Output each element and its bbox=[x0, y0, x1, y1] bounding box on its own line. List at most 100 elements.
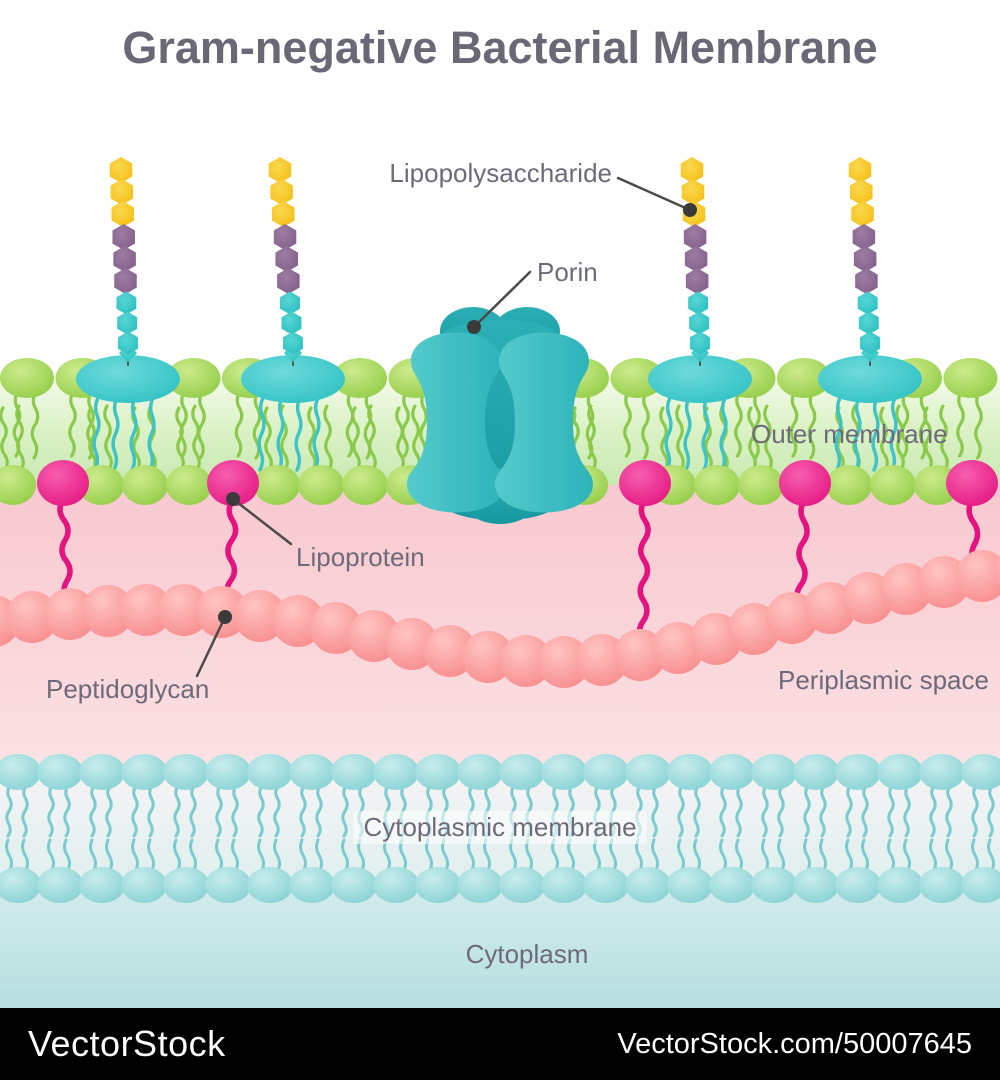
lipid-tail bbox=[887, 838, 895, 872]
lipid-head bbox=[694, 465, 740, 505]
lipid-head bbox=[0, 465, 36, 505]
lipoprotein-head bbox=[207, 460, 259, 506]
lipid-tail bbox=[103, 404, 113, 472]
lps-sugar-hexagon bbox=[857, 291, 878, 315]
lipid-head bbox=[163, 754, 209, 790]
lipid-tail bbox=[987, 784, 995, 838]
lps-anchor-tail bbox=[92, 396, 101, 472]
lipid-head bbox=[79, 867, 125, 903]
lipid-tail bbox=[367, 404, 377, 472]
lipid-tail bbox=[525, 838, 533, 872]
lipid-tail bbox=[895, 404, 905, 472]
lipid-head bbox=[870, 465, 916, 505]
lps-sugar-hexagon bbox=[270, 179, 293, 205]
lipid-tail bbox=[551, 838, 559, 872]
lipid-tail bbox=[735, 838, 743, 872]
lipid-head bbox=[415, 867, 461, 903]
lps-anchor-tail bbox=[683, 396, 692, 472]
lipid-head bbox=[943, 358, 998, 398]
lipid-head bbox=[247, 867, 293, 903]
lipid-tail bbox=[257, 838, 265, 872]
lps-anchor-tail bbox=[889, 396, 898, 472]
lps-sugar-hexagon bbox=[858, 311, 879, 335]
lps-sugar-hexagon bbox=[689, 311, 710, 335]
lps-sugar-hexagon bbox=[853, 246, 877, 272]
lipid-tail bbox=[845, 838, 853, 872]
peptidoglycan-bead bbox=[82, 585, 134, 637]
lipid-tail bbox=[945, 784, 953, 838]
lps-sugar-hexagon bbox=[117, 311, 138, 335]
lipid-tail bbox=[900, 390, 910, 458]
lipid-tail bbox=[761, 784, 769, 838]
peptidoglycan-bead bbox=[500, 635, 552, 687]
lipid-head bbox=[777, 358, 831, 398]
lipid-tail bbox=[807, 390, 817, 460]
lps-sugar-hexagon bbox=[684, 246, 708, 272]
lipid-tail bbox=[341, 784, 349, 838]
lipid-tail bbox=[441, 838, 449, 872]
lipid-head bbox=[121, 867, 167, 903]
label-outer-membrane: Outer membrane bbox=[751, 419, 948, 449]
lipid-tail bbox=[923, 406, 933, 472]
lps-sugar-hexagon bbox=[860, 331, 880, 355]
lps-anchor-tail bbox=[871, 396, 880, 472]
annotation-line-peptidoglycan bbox=[195, 615, 227, 678]
lipoprotein-tail bbox=[794, 497, 810, 609]
lipid-tail bbox=[703, 406, 713, 472]
lipid-head bbox=[457, 754, 503, 790]
lipid-head bbox=[373, 754, 419, 790]
lipid-tail bbox=[651, 784, 659, 838]
lipid-tail bbox=[87, 406, 97, 472]
lipid-tail bbox=[803, 784, 811, 838]
lipid-tail bbox=[483, 838, 491, 872]
lipid-head bbox=[583, 754, 629, 790]
lipid-tail bbox=[861, 784, 869, 838]
lipid-tail bbox=[21, 784, 29, 838]
lps-sugar-hexagon bbox=[114, 268, 137, 294]
lipid-head bbox=[78, 465, 124, 505]
lipid-tail bbox=[693, 784, 701, 838]
lipoprotein-tail bbox=[636, 497, 651, 644]
lipid-head bbox=[289, 867, 335, 903]
lipid-head bbox=[541, 867, 587, 903]
peptidoglycan-chain bbox=[0, 550, 1000, 688]
lipid-head bbox=[709, 867, 755, 903]
lipid-head bbox=[166, 358, 221, 398]
lipid-tail bbox=[945, 838, 953, 872]
lipid-head bbox=[79, 754, 125, 790]
porin-front-lobe bbox=[495, 332, 593, 513]
lps-sugar-hexagon bbox=[273, 224, 297, 250]
lipid-tail bbox=[719, 404, 729, 472]
lipid-tail bbox=[189, 784, 197, 838]
lipid-tail bbox=[63, 784, 71, 838]
peptidoglycan-bead bbox=[538, 636, 590, 688]
lipid-tail bbox=[929, 838, 937, 872]
lipid-head bbox=[333, 358, 387, 398]
lipid-tail bbox=[567, 838, 575, 872]
lipid-head bbox=[415, 754, 461, 790]
lipid-tail bbox=[789, 390, 799, 458]
label-periplasmic-space: Periplasmic space bbox=[778, 665, 989, 695]
lipid-tail bbox=[929, 784, 937, 838]
lipid-head bbox=[163, 867, 209, 903]
lps-anchor-head bbox=[648, 355, 752, 403]
lipid-tail bbox=[5, 838, 13, 872]
lipid-head bbox=[166, 465, 212, 505]
lps-sugar-hexagon bbox=[851, 201, 874, 227]
lipid-head bbox=[342, 465, 388, 505]
lps-sugar-hexagon bbox=[848, 157, 872, 183]
lipid-tail bbox=[593, 838, 601, 872]
lps-sugar-hexagon bbox=[272, 201, 295, 227]
lipid-tail bbox=[747, 406, 757, 472]
lipid-tail bbox=[47, 838, 55, 872]
lipid-tail bbox=[623, 390, 632, 458]
lipid-tail bbox=[971, 838, 979, 872]
lipid-head bbox=[0, 358, 54, 398]
lipid-tail bbox=[879, 406, 889, 472]
lipid-tail bbox=[189, 838, 197, 872]
lipid-tail bbox=[105, 838, 113, 872]
lipid-tail bbox=[299, 838, 307, 872]
lipid-tail bbox=[763, 404, 773, 472]
